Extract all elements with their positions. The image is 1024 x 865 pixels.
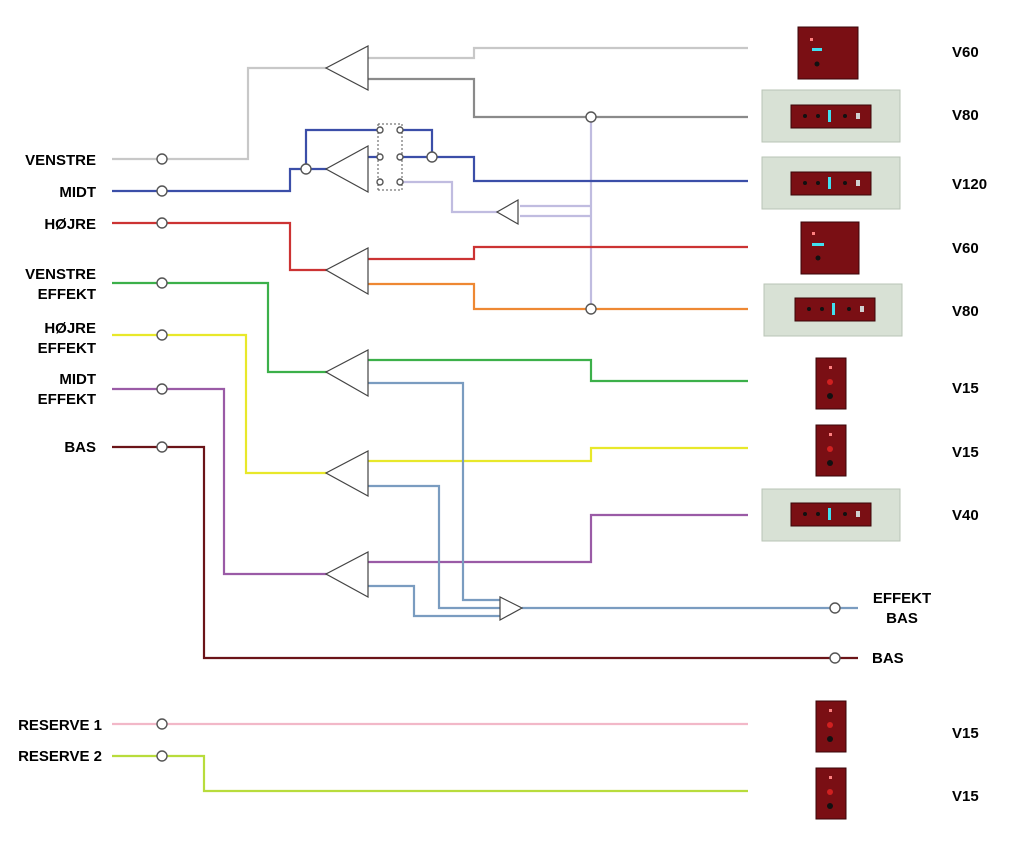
output-node-bas (829, 652, 841, 664)
input-label-midt-effekt-2: EFFEKT (38, 391, 96, 408)
input-label-reserve-2: RESERVE 2 (18, 748, 102, 765)
amp-hojre (324, 247, 369, 296)
midt-effekt-amp-out-wire (368, 513, 748, 564)
venstre-effekt-wire (112, 281, 328, 374)
amp-venstre (324, 45, 369, 91)
speaker-label-v15-d: V15 (952, 788, 979, 805)
speaker-v15-c (815, 700, 847, 753)
input-label-hojre: HØJRE (44, 216, 96, 233)
hojre-amp-out-wire (368, 245, 748, 261)
speaker-label-v60-mid: V60 (952, 240, 979, 257)
input-nodes (156, 153, 168, 762)
hojre-wire (112, 221, 328, 272)
reserve-2-wire (112, 754, 748, 793)
midt-bypass-wire (304, 128, 434, 169)
input-label-venstre-effekt-1: VENSTRE (25, 266, 96, 283)
speaker-v60-mid (800, 221, 860, 275)
venstre-wire (112, 66, 328, 161)
speaker-label-v80-top: V80 (952, 107, 979, 124)
midt-effekt-wire (112, 387, 328, 576)
speaker-v15-a (815, 357, 847, 410)
amp-midt (324, 144, 369, 194)
mix-wire-2 (368, 484, 500, 610)
input-label-reserve-1: RESERVE 1 (18, 717, 102, 734)
input-label-hojre-effekt-2: EFFEKT (38, 340, 96, 357)
speaker-label-v120: V120 (952, 176, 987, 193)
amp-hojre-effekt (324, 450, 369, 498)
input-label-midt-effekt-1: MIDT (59, 371, 96, 388)
output-node-effekt-bas (829, 602, 841, 614)
speaker-v80-mid (763, 283, 903, 337)
output-label-effekt-bas-2: BAS (886, 610, 918, 627)
speaker-label-v15-c: V15 (952, 725, 979, 742)
selector-switch (376, 123, 404, 191)
junction-lavender-bottom (585, 303, 597, 315)
grey-out-wire (368, 77, 748, 119)
speaker-label-v40: V40 (952, 507, 979, 524)
output-label-bas: BAS (872, 650, 904, 667)
lavender-to-switch (402, 180, 498, 214)
input-label-hojre-effekt-1: HØJRE (44, 320, 96, 337)
amp-effekt-bas (499, 596, 524, 622)
speaker-v40 (761, 488, 901, 542)
speaker-v60-top (797, 26, 859, 80)
hojre-effekt-amp-out-wire (368, 446, 748, 463)
amp-midt-effekt (324, 551, 369, 599)
speaker-label-v15-a: V15 (952, 380, 979, 397)
speaker-v80-top (761, 89, 901, 143)
speaker-v120 (761, 156, 901, 210)
junction-midt-left (300, 163, 312, 175)
speaker-label-v15-b: V15 (952, 444, 979, 461)
mix-wire-1 (368, 381, 500, 602)
junction-lavender-top (585, 111, 597, 123)
midt-wire (112, 167, 328, 193)
input-label-venstre-effekt-2: EFFEKT (38, 286, 96, 303)
junction-midt-right (426, 151, 438, 163)
speaker-label-v80-mid: V80 (952, 303, 979, 320)
output-label-effekt-bas-1: EFFEKT (873, 590, 931, 607)
midt-amp-out-wire (368, 155, 748, 183)
venstre-effekt-amp-out-wire (368, 358, 748, 383)
amp-lavender (495, 198, 519, 226)
mix-wire-3 (368, 584, 500, 618)
speaker-v15-b (815, 424, 847, 477)
input-label-midt: MIDT (59, 184, 96, 201)
speaker-label-v60-top: V60 (952, 44, 979, 61)
venstre-amp-out-wire (368, 46, 748, 60)
speaker-v15-d (815, 767, 847, 820)
amp-venstre-effekt (324, 349, 369, 398)
input-label-bas: BAS (64, 439, 96, 456)
hojre-effekt-wire (112, 333, 328, 475)
orange-out-wire (368, 282, 748, 311)
input-label-venstre: VENSTRE (25, 152, 96, 169)
